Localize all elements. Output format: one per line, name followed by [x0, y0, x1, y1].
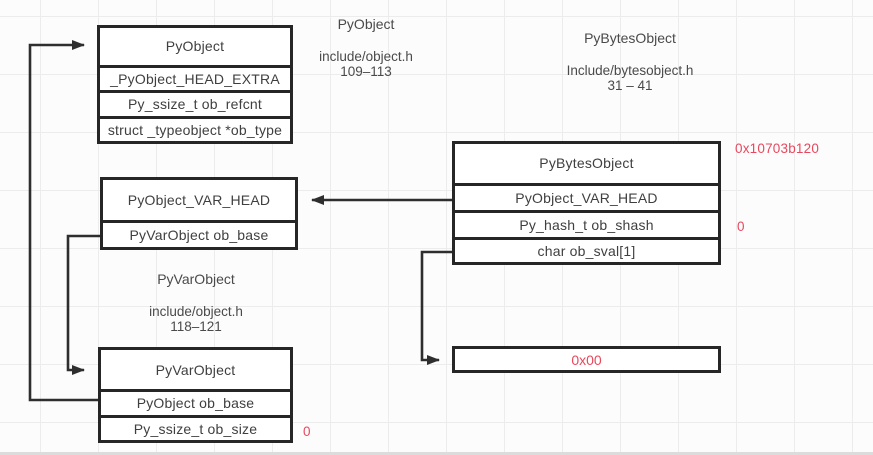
pyobject-label-lines: 109–113: [340, 64, 392, 79]
pyvarobject-label-title: PyVarObject: [157, 271, 235, 287]
shash-value-annotation: 0: [737, 219, 745, 234]
byte-value-text: 0x00: [571, 351, 602, 368]
arrow-obbase-to-pyobject: [28, 40, 98, 402]
pyobject-label-file: include/object.h: [319, 49, 413, 64]
pyvarobject-row-obsize: Py_ssize_t ob_size: [101, 414, 290, 440]
pybytes-row-shash: Py_hash_t ob_shash: [455, 209, 718, 237]
arrow-varbase-to-pyvarobject: [66, 234, 101, 375]
canvas-bottom-edge: [0, 452, 873, 455]
pybytesobject-label-file: Include/bytesobject.h: [566, 63, 694, 78]
varhead-row-obbase: PyVarObject ob_base: [103, 220, 295, 247]
byte-value-cell: 0x00: [452, 346, 721, 373]
pyobject-row-refcnt: Py_ssize_t ob_refcnt: [100, 90, 290, 115]
pyvarobject-label-lines: 118–121: [170, 319, 222, 334]
pybytes-row-varhead: PyObject_VAR_HEAD: [455, 182, 718, 210]
pyvarobject-source-label: PyVarObject include/object.h 118–121: [110, 271, 282, 334]
pyobject-row-obtype: struct _typeobject *ob_type: [100, 115, 290, 141]
obsize-value-annotation: 0: [303, 424, 311, 439]
pybytesobject-box-title: PyBytesObject: [539, 155, 634, 172]
varhead-box-title: PyObject_VAR_HEAD: [127, 192, 271, 209]
pybytesobject-struct-box: PyBytesObject PyObject_VAR_HEAD Py_hash_…: [452, 141, 721, 265]
pybytesobject-label-title: PyBytesObject: [584, 30, 676, 46]
pyobject-struct-box: PyObject _PyObject_HEAD_EXTRA Py_ssize_t…: [97, 25, 293, 144]
arrow-sval-to-byte: [420, 250, 452, 365]
pybytesobject-label-lines: 31 – 41: [607, 78, 653, 93]
pyvarobject-label-file: include/object.h: [149, 304, 243, 319]
varhead-struct-box: PyObject_VAR_HEAD PyVarObject ob_base: [100, 177, 298, 250]
pyobject-row-head-extra: _PyObject_HEAD_EXTRA: [100, 64, 290, 90]
pyvarobject-struct-box: PyVarObject PyObject ob_base Py_ssize_t …: [98, 347, 293, 443]
pybytes-row-sval: char ob_sval[1]: [455, 236, 718, 262]
address-annotation: 0x10703b120: [735, 141, 820, 156]
pyvarobject-row-obbase: PyObject ob_base: [101, 389, 290, 414]
pyvarobject-box-title: PyVarObject: [155, 361, 236, 378]
pybytesobject-source-label: PyBytesObject Include/bytesobject.h 31 –…: [530, 30, 730, 93]
pyobject-label-title: PyObject: [337, 16, 395, 32]
pyobject-box-title: PyObject: [165, 38, 225, 55]
pyobject-source-label: PyObject include/object.h 109–113: [280, 16, 452, 79]
